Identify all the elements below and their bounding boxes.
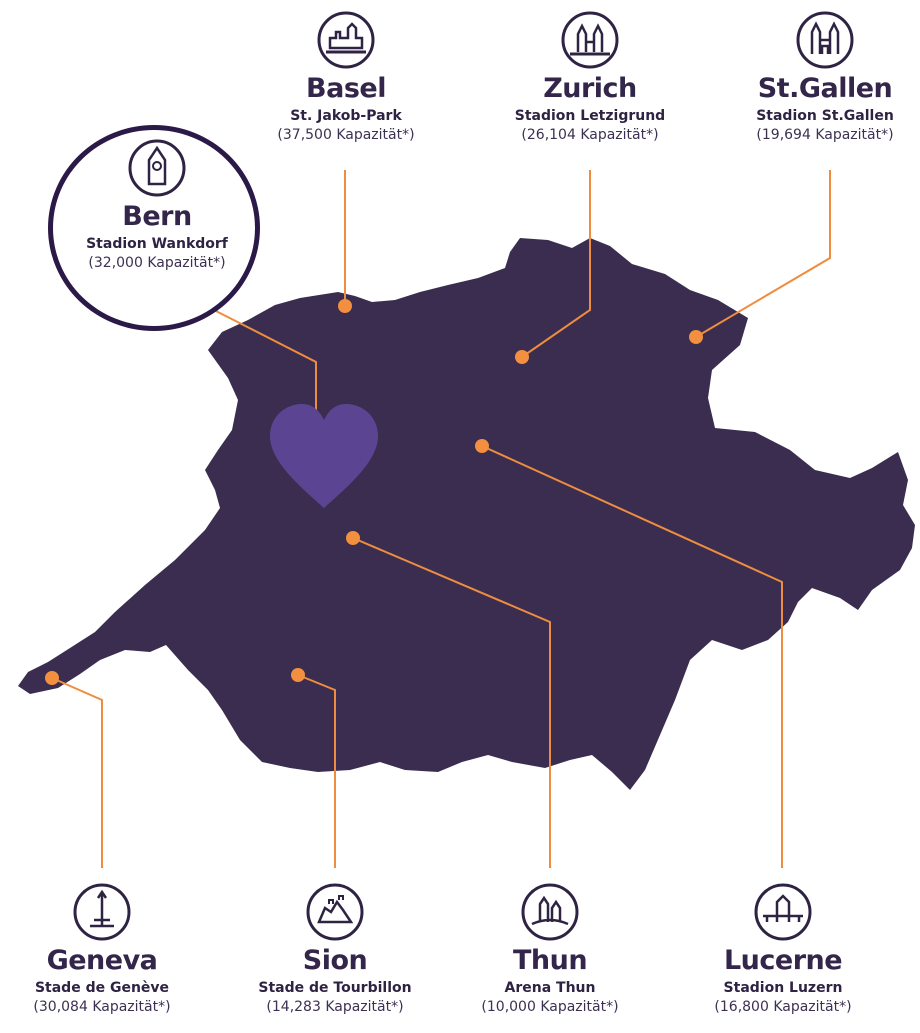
geneva-fountain-icon — [73, 883, 131, 941]
connector-sion — [297, 674, 336, 868]
stadium-name: Stade de Genève — [34, 980, 170, 996]
lucerne-bridge-icon — [754, 883, 812, 941]
stadium-name: Stade de Tourbillon — [258, 980, 412, 996]
marker-sion[interactable] — [291, 668, 305, 682]
stadium-capacity: (37,500 Kapazität*) — [277, 127, 415, 143]
bern-clocktower-icon — [128, 139, 186, 197]
stadium-name: Arena Thun — [504, 980, 596, 996]
stadium-name: Stadion Letzigrund — [514, 108, 666, 124]
city-stgallen[interactable]: St.Gallen Stadion St.Gallen (19,694 Kapa… — [732, 10, 918, 145]
city-lucerne[interactable]: Lucerne Stadion Luzern (16,800 Kapazität… — [686, 882, 880, 1017]
thun-castle-icon — [521, 883, 579, 941]
marker-geneva[interactable] — [45, 671, 59, 685]
stadium-capacity: (32,000 Kapazität*) — [88, 255, 226, 271]
city-name: Bern — [122, 201, 192, 232]
connector-lucerne — [481, 445, 783, 868]
marker-lucerne[interactable] — [475, 439, 489, 453]
marker-zurich[interactable] — [515, 350, 529, 364]
city-geneva[interactable]: Geneva Stade de Genève (30,084 Kapazität… — [4, 882, 200, 1017]
city-bern[interactable]: Bern Stadion Wankdorf (32,000 Kapazität*… — [66, 138, 248, 273]
marker-basel[interactable] — [338, 299, 352, 313]
city-name: Zurich — [543, 73, 637, 104]
stadium-name: Stadion St.Gallen — [756, 108, 894, 124]
city-zurich[interactable]: Zurich Stadion Letzigrund (26,104 Kapazi… — [488, 10, 692, 145]
city-name: Geneva — [46, 945, 158, 976]
city-name: Basel — [306, 73, 386, 104]
marker-thun[interactable] — [346, 531, 360, 545]
stgallen-cathedral-icon — [796, 11, 854, 69]
stadium-capacity: (30,084 Kapazität*) — [33, 999, 171, 1015]
connector-stgallen — [695, 170, 831, 338]
city-thun[interactable]: Thun Arena Thun (10,000 Kapazität*) — [456, 882, 644, 1017]
stadium-name: Stadion Wankdorf — [86, 236, 228, 252]
connector-thun — [352, 537, 551, 868]
city-sion[interactable]: Sion Stade de Tourbillon (14,283 Kapazit… — [232, 882, 438, 1017]
stadium-capacity: (19,694 Kapazität*) — [756, 127, 894, 143]
stadium-capacity: (16,800 Kapazität*) — [714, 999, 852, 1015]
stadium-capacity: (10,000 Kapazität*) — [481, 999, 619, 1015]
sion-castle-icon — [306, 883, 364, 941]
connector-zurich — [521, 170, 591, 358]
basel-skyline-icon — [317, 11, 375, 69]
connector-bern — [209, 307, 317, 420]
city-name: Sion — [302, 945, 368, 976]
city-basel[interactable]: Basel St. Jakob-Park (37,500 Kapazität*) — [254, 10, 438, 145]
heart-icon[interactable] — [270, 404, 378, 508]
stadium-name: St. Jakob-Park — [290, 108, 402, 124]
city-name: Thun — [512, 945, 588, 976]
city-name: Lucerne — [723, 945, 843, 976]
bern-highlight-ring — [48, 125, 260, 331]
stadium-capacity: (14,283 Kapazität*) — [266, 999, 404, 1015]
zurich-church-icon — [561, 11, 619, 69]
stadium-name: Stadion Luzern — [723, 980, 843, 996]
city-name: St.Gallen — [757, 73, 893, 104]
connector-geneva — [51, 677, 103, 868]
stadium-capacity: (26,104 Kapazität*) — [521, 127, 659, 143]
marker-stgallen[interactable] — [689, 330, 703, 344]
switzerland-shape — [18, 238, 915, 790]
